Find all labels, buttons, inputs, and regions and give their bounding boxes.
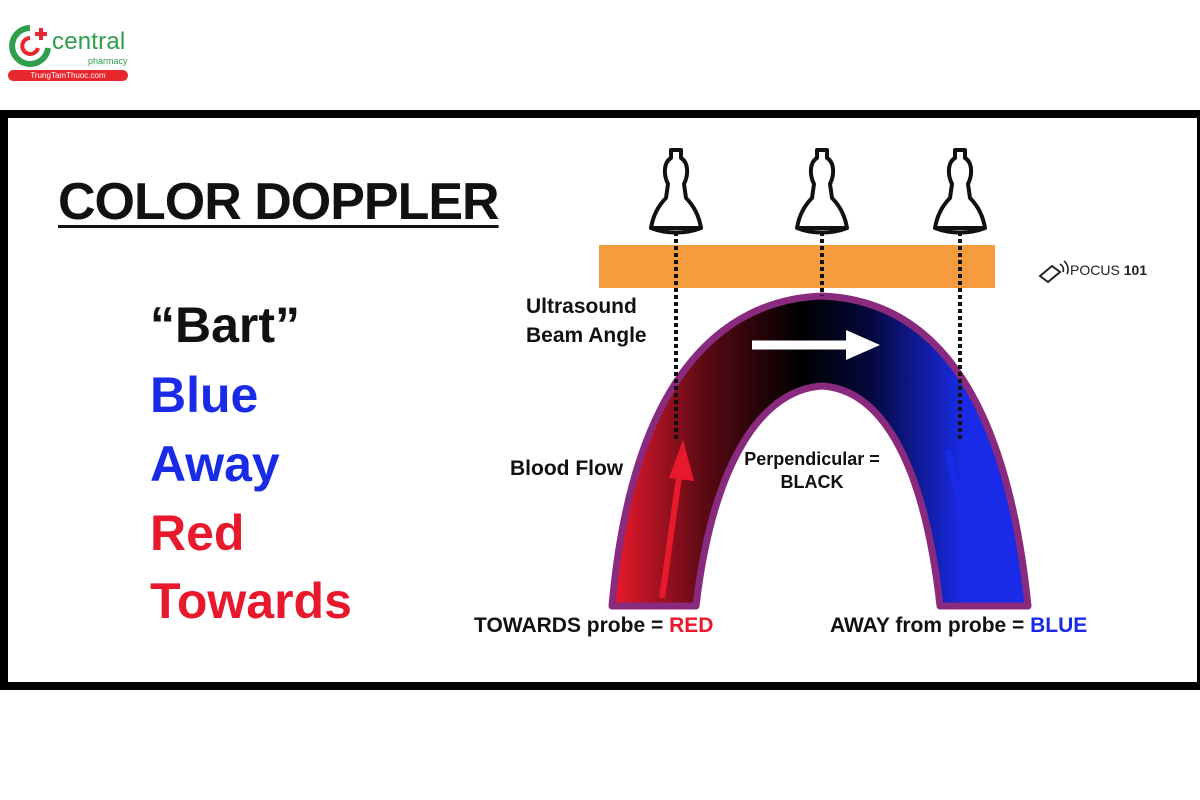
towards-probe-prefix: TOWARDS probe = [474, 614, 670, 637]
mnemonic-towards: Towards [150, 573, 352, 629]
beam-angle-label-line2: Beam Angle [526, 324, 647, 347]
blood-flow-label: Blood Flow [510, 457, 624, 480]
gel-bar [599, 245, 995, 288]
mnemonic-quote: “Bart” [150, 297, 301, 353]
towards-probe-label: TOWARDS probe = RED [474, 614, 713, 638]
flow-arrow-up-red [659, 440, 694, 599]
perpendicular-label-line1: Perpendicular = [744, 449, 880, 469]
pocus-brand-number: 101 [1123, 262, 1148, 278]
perpendicular-label: Perpendicular = BLACK [732, 448, 892, 494]
infographic-frame [0, 110, 1200, 690]
towards-probe-color: RED [669, 614, 714, 637]
flow-arrow-down-blue [945, 449, 986, 596]
blood-vessel-arch [608, 292, 1032, 610]
ultrasound-probe-icon [795, 148, 849, 235]
away-probe-color: BLUE [1030, 614, 1088, 637]
logo-website: TrungTamThuoc.com [8, 70, 128, 81]
ultrasound-probe-icon [649, 148, 703, 235]
beam-angle-label-line1: Ultrasound [526, 295, 637, 318]
page-title: COLOR DOPPLER [58, 173, 500, 231]
pocus-probe-logo-icon [1038, 260, 1069, 284]
away-probe-prefix: AWAY from probe = [830, 614, 1031, 637]
central-pharmacy-logo: central pharmacy TrungTamThuoc.com [6, 22, 130, 84]
away-probe-label: AWAY from probe = BLUE [830, 614, 1087, 638]
mnemonic-away: Away [150, 436, 280, 492]
ultrasound-probe-icon [933, 148, 987, 235]
pocus-brand-name: POCUS [1070, 262, 1120, 278]
pocus-brand: POCUS 101 [1070, 262, 1147, 278]
mnemonic-red: Red [150, 505, 245, 561]
mnemonic-blue: Blue [150, 367, 259, 423]
perpendicular-label-line2: BLACK [780, 472, 844, 492]
pharmacy-cross-logo-icon [9, 25, 51, 67]
flow-arrow-right-white [752, 330, 880, 360]
logo-subtitle: pharmacy [88, 56, 128, 66]
logo-brand-name: central [52, 28, 126, 55]
